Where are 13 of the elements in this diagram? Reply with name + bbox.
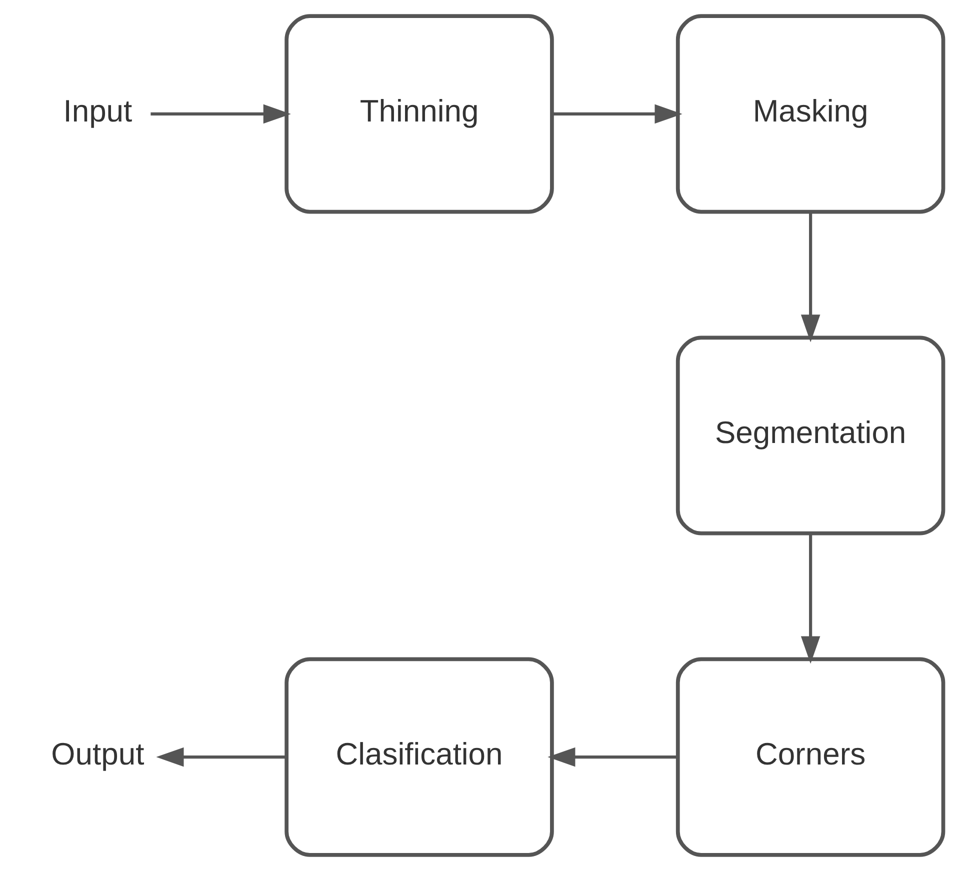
- arrow: [800, 534, 820, 664]
- arrow: [800, 212, 820, 342]
- arrow: [156, 747, 287, 767]
- node-box: Thinning: [284, 14, 554, 214]
- node-box: Corners: [676, 657, 946, 857]
- node-box: Masking: [676, 14, 946, 214]
- node-text: Output: [51, 736, 144, 772]
- arrow: [548, 747, 678, 767]
- node-text: Input: [63, 93, 132, 128]
- node-box: Segmentation: [676, 336, 946, 536]
- node-box: Clasification: [284, 657, 554, 857]
- arrow: [552, 104, 682, 124]
- arrow: [150, 104, 291, 124]
